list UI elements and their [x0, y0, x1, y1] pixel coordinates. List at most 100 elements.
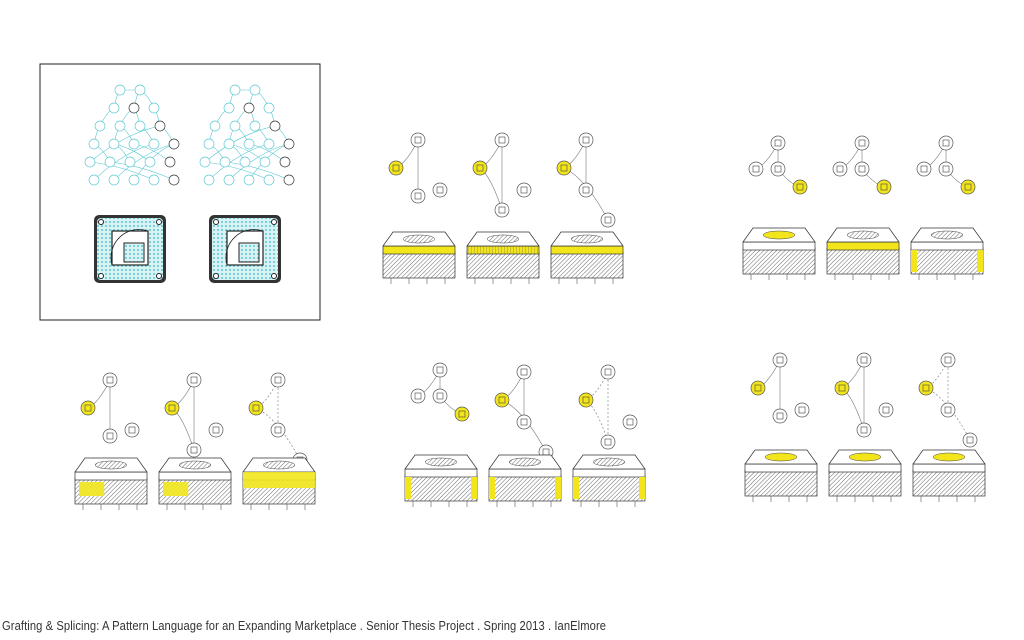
pattern-node-icon: [410, 188, 426, 204]
pattern-node-icon: [259, 156, 271, 168]
pattern-node-icon: [84, 156, 96, 168]
pattern-node-icon: [940, 402, 956, 418]
pattern-node-icon: [269, 120, 281, 132]
pattern-node-icon: [203, 174, 215, 186]
pattern-node-icon: [168, 174, 180, 186]
pattern-node-icon: [209, 120, 221, 132]
pattern-node-icon: [283, 138, 295, 150]
pattern-node-icon: [219, 156, 231, 168]
pattern-tree: [199, 84, 295, 186]
pattern-node-icon: [186, 442, 202, 458]
pattern-node-icon: [283, 174, 295, 186]
pattern-node-icon: [223, 138, 235, 150]
pattern-node-icon: [494, 202, 510, 218]
pattern-node-icon: [134, 120, 146, 132]
pattern-node-icon: [270, 422, 286, 438]
pattern-node-icon: [128, 138, 140, 150]
pattern-node-icon: [186, 372, 202, 388]
pattern-node-icon: [600, 212, 616, 228]
pattern-node-icon: [834, 380, 850, 396]
pattern-node-icon: [516, 182, 532, 198]
pattern-node-icon: [148, 174, 160, 186]
pattern-node-icon: [516, 364, 532, 380]
pattern-node-icon: [102, 372, 118, 388]
pattern-node-icon: [600, 434, 616, 450]
building-diagram: [550, 231, 624, 284]
pattern-node-icon: [223, 174, 235, 186]
pattern-node-icon: [248, 400, 264, 416]
pattern-node-icon: [494, 392, 510, 408]
building-diagram: [828, 449, 902, 502]
floor-plan: [94, 215, 166, 283]
building-diagram: [404, 454, 478, 507]
pattern-node-icon: [854, 135, 870, 151]
building-diagram: [74, 457, 148, 510]
pattern-node-icon: [80, 400, 96, 416]
pattern-node-icon: [432, 362, 448, 378]
building-diagram: [744, 449, 818, 502]
pattern-node-icon: [472, 160, 488, 176]
pattern-variation-group: [742, 135, 984, 280]
building-diagram: [242, 457, 316, 510]
pattern-node-icon: [229, 120, 241, 132]
pattern-node-icon: [748, 161, 764, 177]
pattern-node-icon: [750, 380, 766, 396]
pattern-node-icon: [432, 388, 448, 404]
building-diagram: [742, 227, 816, 280]
pattern-node-icon: [199, 156, 211, 168]
pattern-node-icon: [144, 156, 156, 168]
pattern-node-icon: [124, 422, 140, 438]
pattern-node-icon: [578, 132, 594, 148]
pattern-node-icon: [772, 352, 788, 368]
pattern-node-icon: [104, 156, 116, 168]
pattern-node-icon: [622, 414, 638, 430]
pattern-node-icon: [578, 392, 594, 408]
pattern-node-icon: [243, 138, 255, 150]
pattern-node-icon: [243, 174, 255, 186]
pattern-node-icon: [410, 132, 426, 148]
pattern-node-icon: [102, 428, 118, 444]
pattern-node-icon: [249, 120, 261, 132]
pattern-node-icon: [263, 138, 275, 150]
pattern-node-icon: [856, 422, 872, 438]
pattern-node-icon: [88, 138, 100, 150]
pattern-node-icon: [876, 179, 892, 195]
building-diagram: [382, 231, 456, 284]
pattern-node-icon: [794, 402, 810, 418]
pattern-variation-group: [744, 352, 986, 502]
pattern-node-icon: [854, 161, 870, 177]
pattern-node-icon: [128, 174, 140, 186]
board-caption: Grafting & Splicing: A Pattern Language …: [2, 618, 607, 633]
building-diagram: [910, 227, 984, 280]
pattern-node-icon: [108, 102, 120, 114]
pattern-node-icon: [878, 402, 894, 418]
building-diagram: [158, 457, 232, 510]
pattern-node-icon: [516, 414, 532, 430]
pattern-node-icon: [600, 364, 616, 380]
building-diagram: [912, 449, 986, 502]
pattern-node-icon: [223, 102, 235, 114]
pattern-node-icon: [960, 179, 976, 195]
pattern-node-icon: [962, 432, 978, 448]
pattern-node-icon: [124, 156, 136, 168]
pattern-node-icon: [263, 102, 275, 114]
pattern-node-icon: [203, 138, 215, 150]
pattern-node-icon: [770, 161, 786, 177]
pattern-node-icon: [128, 102, 140, 114]
pattern-node-icon: [148, 102, 160, 114]
overview-frame: [39, 63, 321, 321]
pattern-node-icon: [940, 352, 956, 368]
pattern-node-icon: [94, 120, 106, 132]
pattern-node-icon: [243, 102, 255, 114]
pattern-node-icon: [239, 156, 251, 168]
pattern-node-icon: [279, 156, 291, 168]
pattern-node-icon: [249, 84, 261, 96]
pattern-node-icon: [208, 422, 224, 438]
pattern-node-icon: [938, 135, 954, 151]
pattern-node-icon: [916, 161, 932, 177]
pattern-node-icon: [792, 179, 808, 195]
floor-plan: [209, 215, 281, 283]
building-diagram: [826, 227, 900, 280]
pattern-node-icon: [772, 408, 788, 424]
